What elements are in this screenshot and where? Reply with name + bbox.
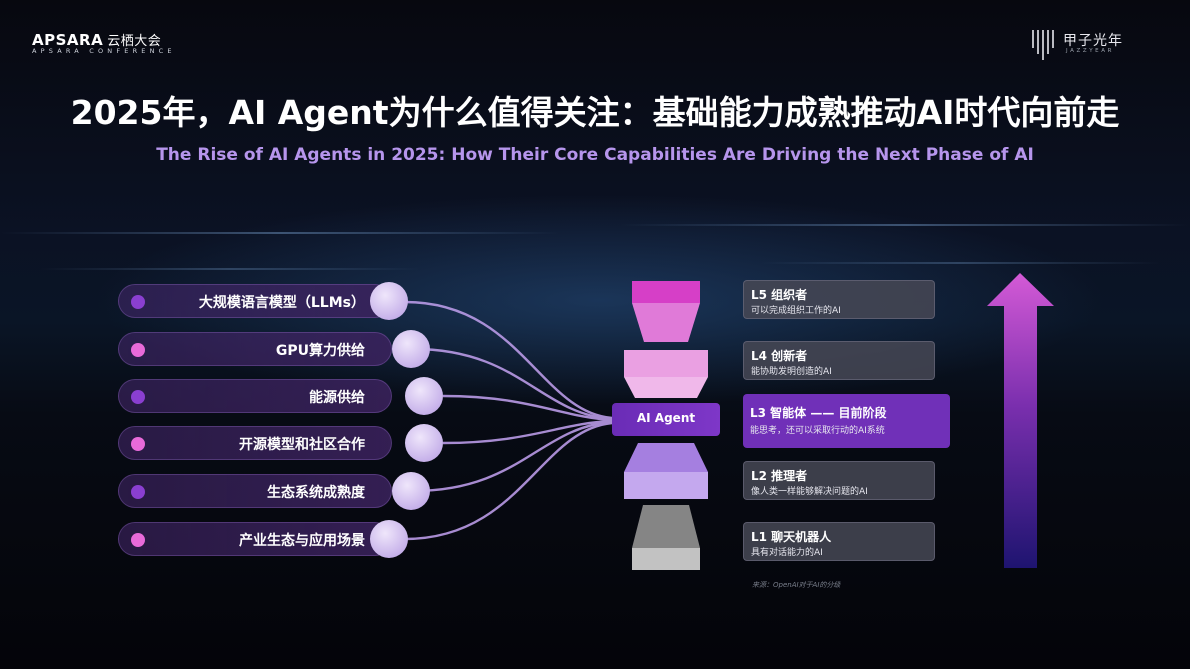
level-title: L1 聊天机器人 (751, 530, 832, 544)
light-streak (620, 224, 1190, 226)
ai-agent-box: AI Agent (612, 403, 720, 436)
factor-bullet-icon (131, 295, 145, 309)
connector-line (412, 420, 613, 493)
factor-label: 产业生态与应用场景 (239, 533, 365, 549)
factor-open-source: 开源模型和社区合作 (118, 426, 392, 460)
page-title: 2025年，AI Agent为什么值得关注：基础能力成熟推动AI时代向前走 (70, 93, 1120, 132)
light-streak (0, 232, 560, 234)
level-title: L5 组织者 (751, 288, 808, 302)
connector-line (442, 419, 613, 445)
level-l1: L1 聊天机器人 具有对话能力的AI (743, 522, 935, 561)
factor-bullet-icon (131, 343, 145, 357)
tier-l2-band (624, 472, 708, 499)
factor-knob (392, 472, 430, 510)
level-desc: 可以完成组织工作的AI (751, 306, 841, 316)
factor-gpu: GPU算力供给 (118, 332, 392, 366)
tier-l2-funnel (624, 443, 708, 472)
factor-industry: 产业生态与应用场景 (118, 522, 392, 556)
level-title: L3 智能体 —— 目前阶段 (750, 406, 887, 420)
level-title: L4 创新者 (751, 349, 808, 363)
factor-label: 能源供给 (309, 390, 365, 406)
factor-bullet-icon (131, 485, 145, 499)
tier-l1-base (632, 548, 700, 570)
level-desc: 具有对话能力的AI (751, 548, 823, 558)
factor-label: 生态系统成熟度 (267, 485, 365, 501)
level-l5: L5 组织者 可以完成组织工作的AI (743, 280, 935, 319)
tier-l5-cap (632, 281, 700, 303)
apsara-logo-cn: 云栖大会 (107, 34, 162, 49)
tier-stack (624, 281, 708, 570)
light-streak (760, 262, 1160, 264)
factor-llms: 大规模语言模型（LLMs） (118, 284, 392, 318)
factor-bullet-icon (131, 533, 145, 547)
factor-knob (405, 377, 443, 415)
jazzyear-logo-mark (1032, 30, 1054, 60)
factor-label: 开源模型和社区合作 (239, 437, 365, 453)
tier-l5-funnel (632, 303, 700, 342)
factor-knob (392, 330, 430, 368)
tier-l1-funnel (632, 505, 700, 548)
connector-line (412, 347, 613, 421)
factor-knob (370, 282, 408, 320)
source-note: 来源：OpenAI对于AI的分级 (752, 581, 841, 589)
factor-label: GPU算力供给 (275, 343, 365, 359)
level-desc: 能协助发明创造的AI (751, 367, 832, 377)
factor-knob (405, 424, 443, 462)
ai-agent-label: AI Agent (636, 411, 696, 425)
apsara-logo-sub: APSARA CONFERENCE (32, 47, 176, 55)
factor-bullet-icon (131, 390, 145, 404)
light-streak (40, 268, 420, 270)
progress-arrow (987, 273, 1054, 568)
level-l3-current: L3 智能体 —— 目前阶段 能思考，还可以采取行动的AI系统 (743, 394, 950, 448)
factor-label: 大规模语言模型（LLMs） (198, 295, 365, 311)
level-l4: L4 创新者 能协助发明创造的AI (743, 341, 935, 380)
connector-line (404, 300, 613, 420)
apsara-logo-text: APSARA (32, 31, 104, 49)
tier-l4-funnel (624, 377, 708, 398)
factor-knob (370, 520, 408, 558)
factor-energy: 能源供给 (118, 379, 392, 413)
connector-lines (404, 300, 613, 541)
level-title: L2 推理者 (751, 469, 808, 483)
connector-line (404, 421, 613, 541)
jazzyear-logo-en: JAZZYEAR (1066, 48, 1115, 54)
level-l2: L2 推理者 像人类一样能够解决问题的AI (743, 461, 935, 500)
factor-ecosystem: 生态系统成熟度 (118, 474, 392, 508)
page-subtitle: The Rise of AI Agents in 2025: How Their… (156, 145, 1034, 165)
factor-bullet-icon (131, 437, 145, 451)
jazzyear-logo-cn: 甲子光年 (1063, 33, 1123, 49)
tier-l4-band (624, 350, 708, 377)
level-desc: 像人类一样能够解决问题的AI (751, 487, 868, 497)
connector-line (442, 394, 613, 422)
level-desc: 能思考，还可以采取行动的AI系统 (750, 426, 885, 436)
